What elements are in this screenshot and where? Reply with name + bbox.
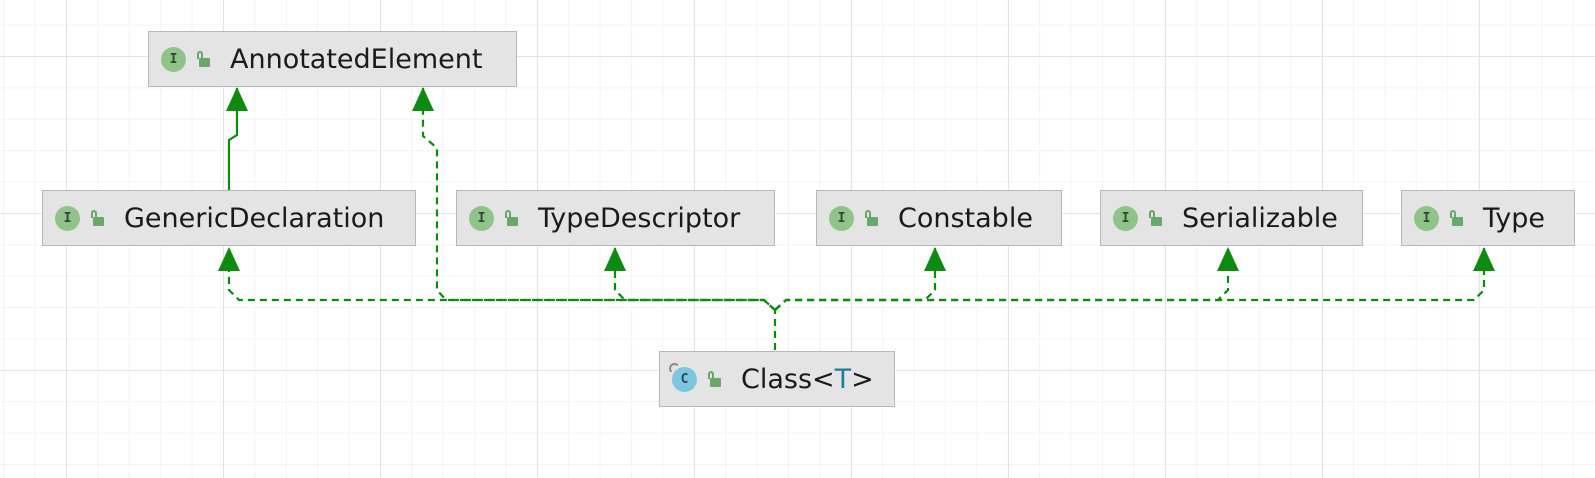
arrowhead-annotated-element-left — [226, 87, 248, 111]
edge-class-to-constable — [774, 248, 937, 311]
node-label: TypeDescriptor — [538, 202, 741, 234]
public-lock-icon — [707, 371, 721, 387]
node-serializable[interactable]: I Serializable — [1100, 190, 1363, 246]
arrowhead-type-descriptor — [604, 247, 626, 271]
arrowhead-serializable — [1217, 247, 1239, 271]
node-generic-declaration[interactable]: I GenericDeclaration — [42, 190, 416, 246]
class-name: Class< — [741, 363, 835, 395]
node-type[interactable]: I Type — [1401, 190, 1575, 246]
type-parameter: T — [834, 363, 852, 395]
node-label: Serializable — [1182, 202, 1338, 234]
node-class[interactable]: C Class<T> — [659, 351, 895, 407]
node-type-descriptor[interactable]: I TypeDescriptor — [456, 190, 775, 246]
interface-icon: I — [161, 46, 186, 72]
node-annotated-element[interactable]: I AnnotatedElement — [148, 31, 517, 87]
interface-icon: I — [469, 205, 494, 231]
edge-class-to-serializable — [774, 248, 1230, 311]
edge-generic-declaration-to-annotated-element — [227, 88, 239, 190]
interface-icon: I — [829, 205, 854, 231]
abstract-marker-icon — [669, 362, 680, 374]
edge-class-to-type-descriptor — [613, 248, 776, 311]
node-constable[interactable]: I Constable — [816, 190, 1062, 246]
edge-class-to-type — [774, 248, 1486, 311]
public-lock-icon — [864, 210, 878, 226]
public-lock-icon — [504, 210, 518, 226]
abstract-class-icon: C — [669, 362, 697, 392]
public-lock-icon — [196, 51, 210, 67]
public-lock-icon — [1148, 210, 1162, 226]
edge-class-to-generic-declaration — [227, 248, 777, 350]
interface-icon: I — [55, 205, 80, 231]
arrowhead-type — [1473, 247, 1495, 271]
node-label: Class<T> — [741, 364, 874, 395]
node-label: GenericDeclaration — [124, 202, 385, 234]
arrowhead-constable — [924, 247, 946, 271]
interface-icon: I — [1414, 205, 1439, 231]
class-name-suffix: > — [851, 363, 874, 395]
interface-icon: I — [1113, 205, 1138, 231]
node-label: AnnotatedElement — [230, 43, 483, 75]
public-lock-icon — [1449, 210, 1463, 226]
arrowhead-generic-declaration — [218, 247, 240, 271]
class-badge-letter: C — [680, 371, 689, 387]
node-label: Constable — [898, 202, 1033, 234]
public-lock-icon — [90, 210, 104, 226]
arrowhead-annotated-element-right — [412, 87, 434, 111]
node-label: Type — [1483, 202, 1546, 234]
